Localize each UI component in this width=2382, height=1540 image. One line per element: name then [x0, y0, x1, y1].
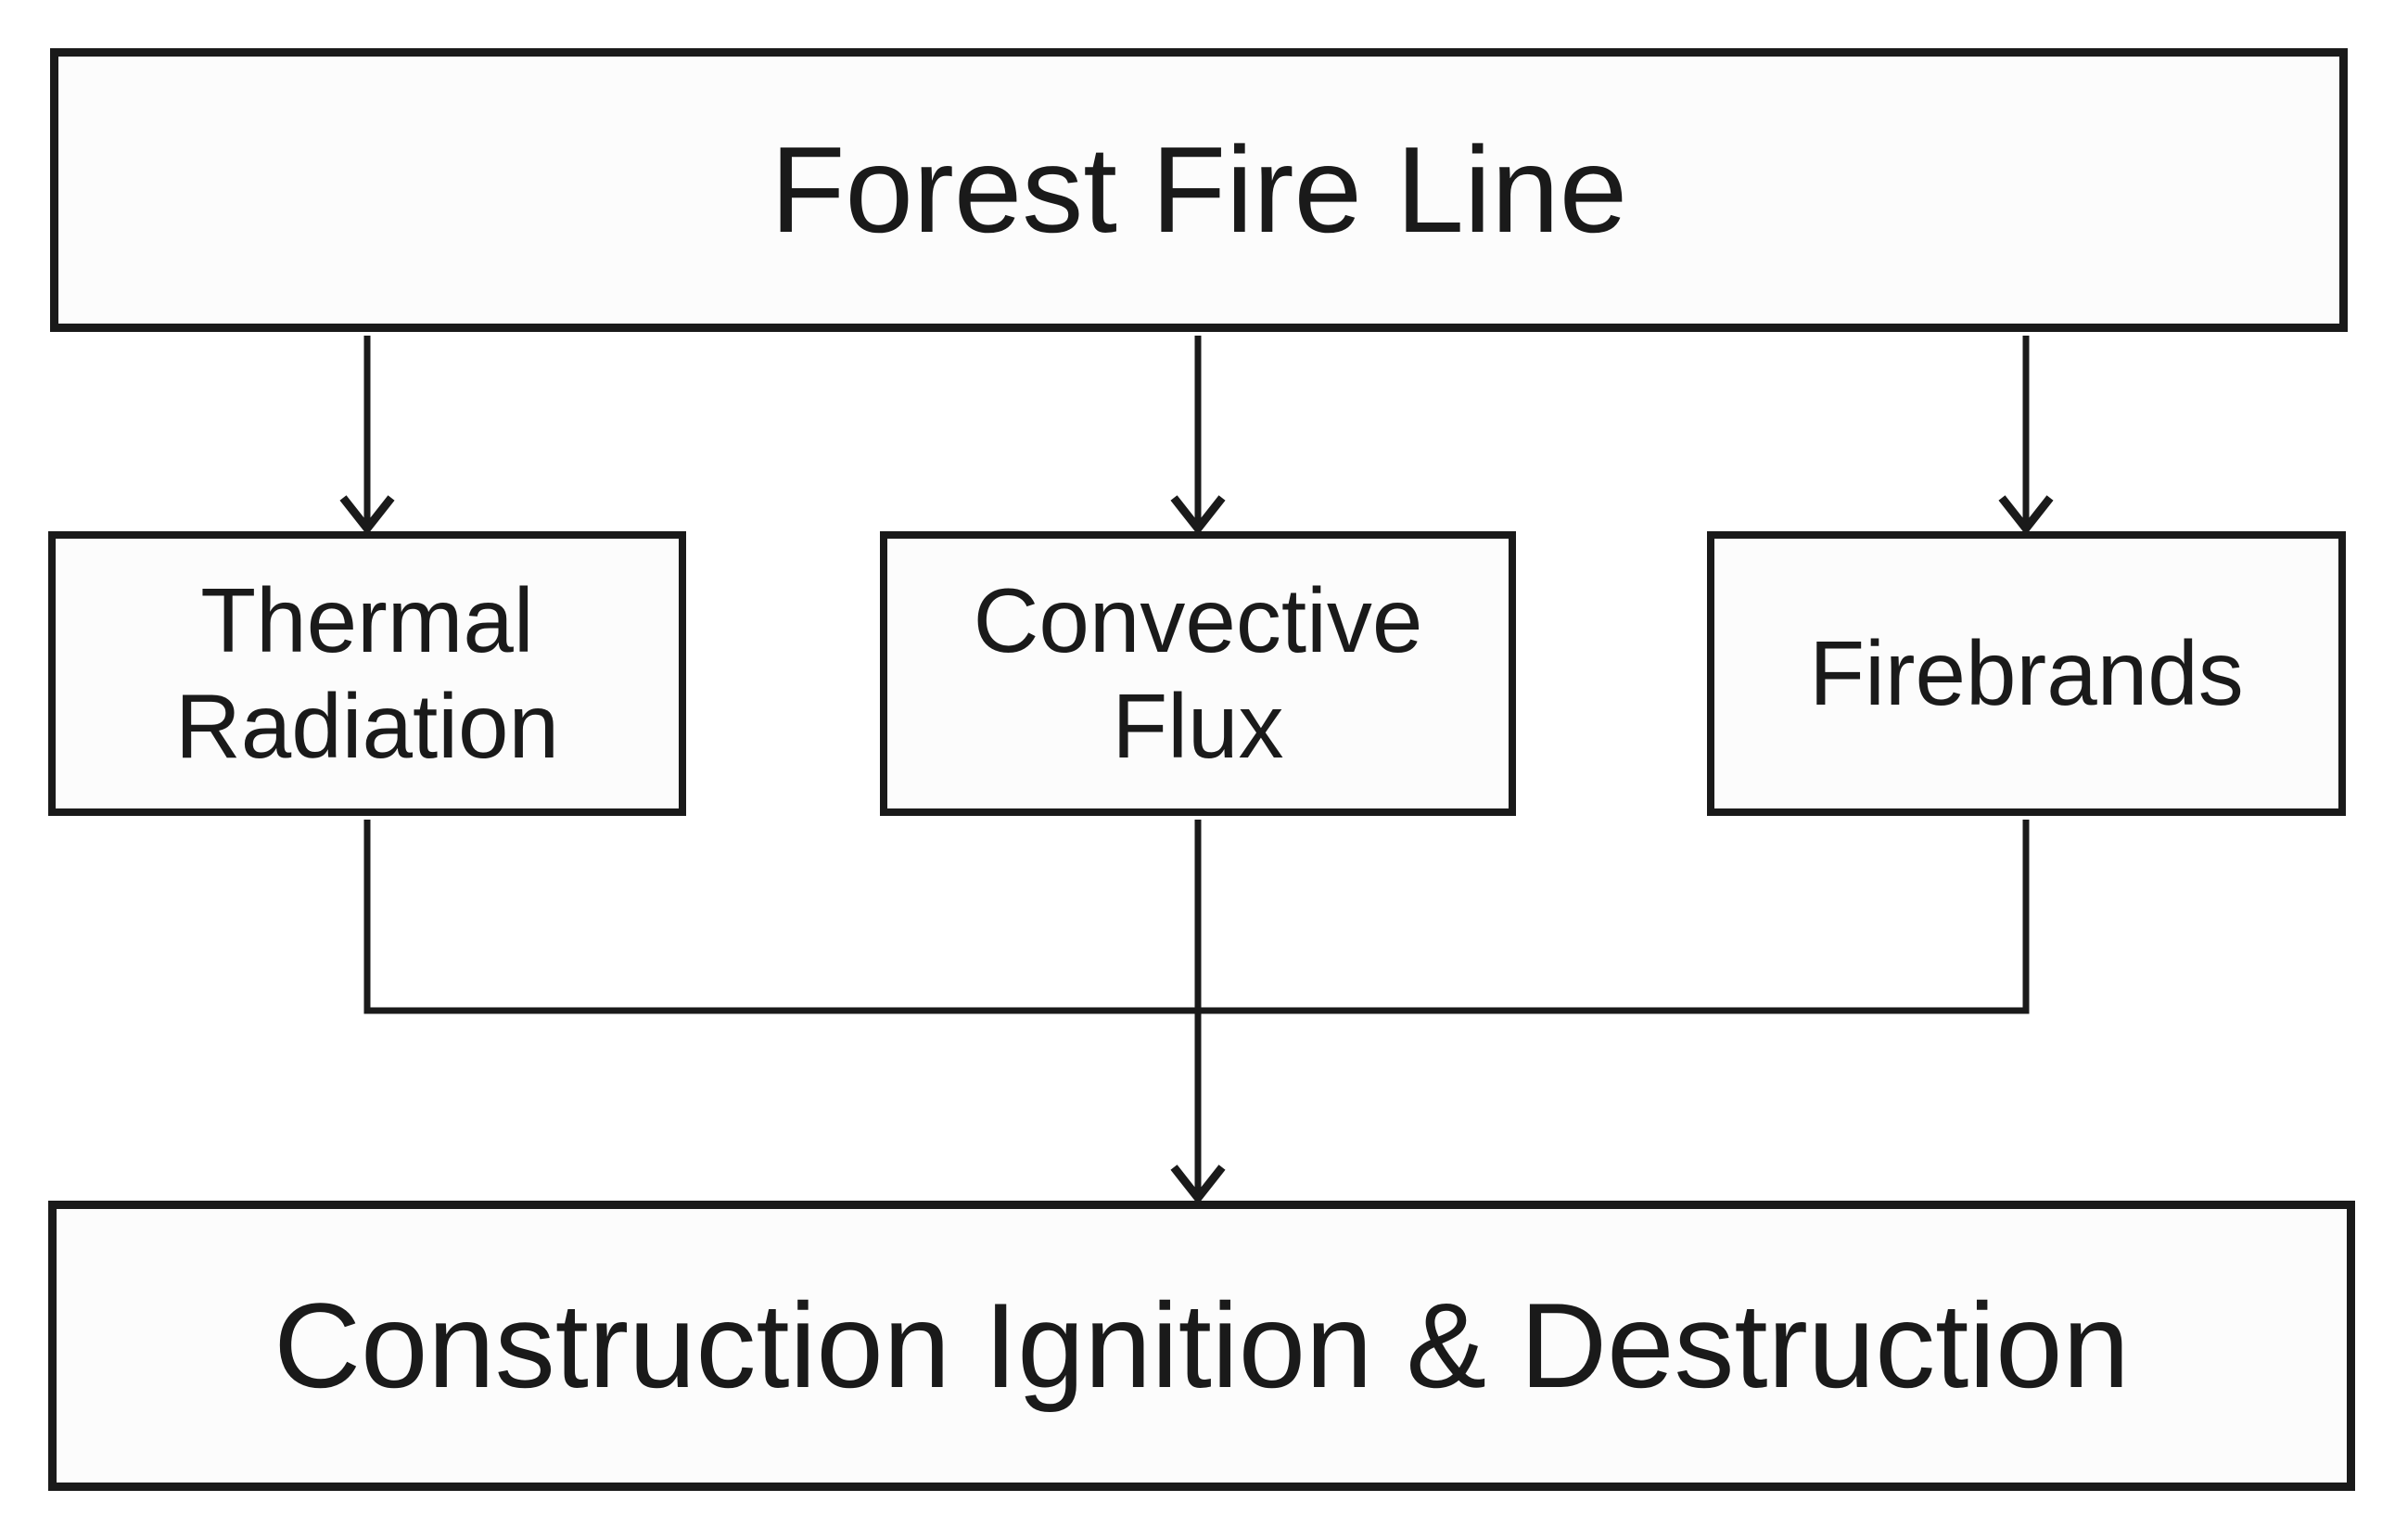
- edge-line: [363, 820, 2030, 1014]
- arrowhead-down-icon: [1170, 495, 1226, 536]
- edge-forest-fire-line-to-thermal-radiation: [339, 336, 395, 536]
- edge-merge-connector: [363, 820, 2030, 1014]
- edge-forest-fire-line-to-convective-flux: [1170, 336, 1226, 536]
- node-convective-flux-label: Convective Flux: [973, 568, 1423, 777]
- edge-convective-flux-to-construction: [1170, 820, 1226, 1205]
- arrowhead-down-icon: [1170, 1165, 1226, 1205]
- node-convective-flux: Convective Flux: [880, 531, 1516, 816]
- arrowhead-down-icon: [339, 495, 395, 536]
- node-firebrands: Firebrands: [1707, 531, 2346, 816]
- edge-forest-fire-line-to-firebrands: [1998, 336, 2054, 536]
- node-forest-fire-line: Forest Fire Line: [50, 48, 2348, 332]
- arrowhead-down-icon: [1998, 495, 2054, 536]
- node-construction-ignition-destruction: Construction Ignition & Destruction: [48, 1201, 2355, 1491]
- node-thermal-radiation: Thermal Radiation: [48, 531, 686, 816]
- node-thermal-radiation-label: Thermal Radiation: [174, 568, 560, 777]
- node-firebrands-label: Firebrands: [1809, 621, 2244, 724]
- node-construction-ignition-destruction-label: Construction Ignition & Destruction: [274, 1278, 2130, 1414]
- node-forest-fire-line-label: Forest Fire Line: [770, 121, 1628, 259]
